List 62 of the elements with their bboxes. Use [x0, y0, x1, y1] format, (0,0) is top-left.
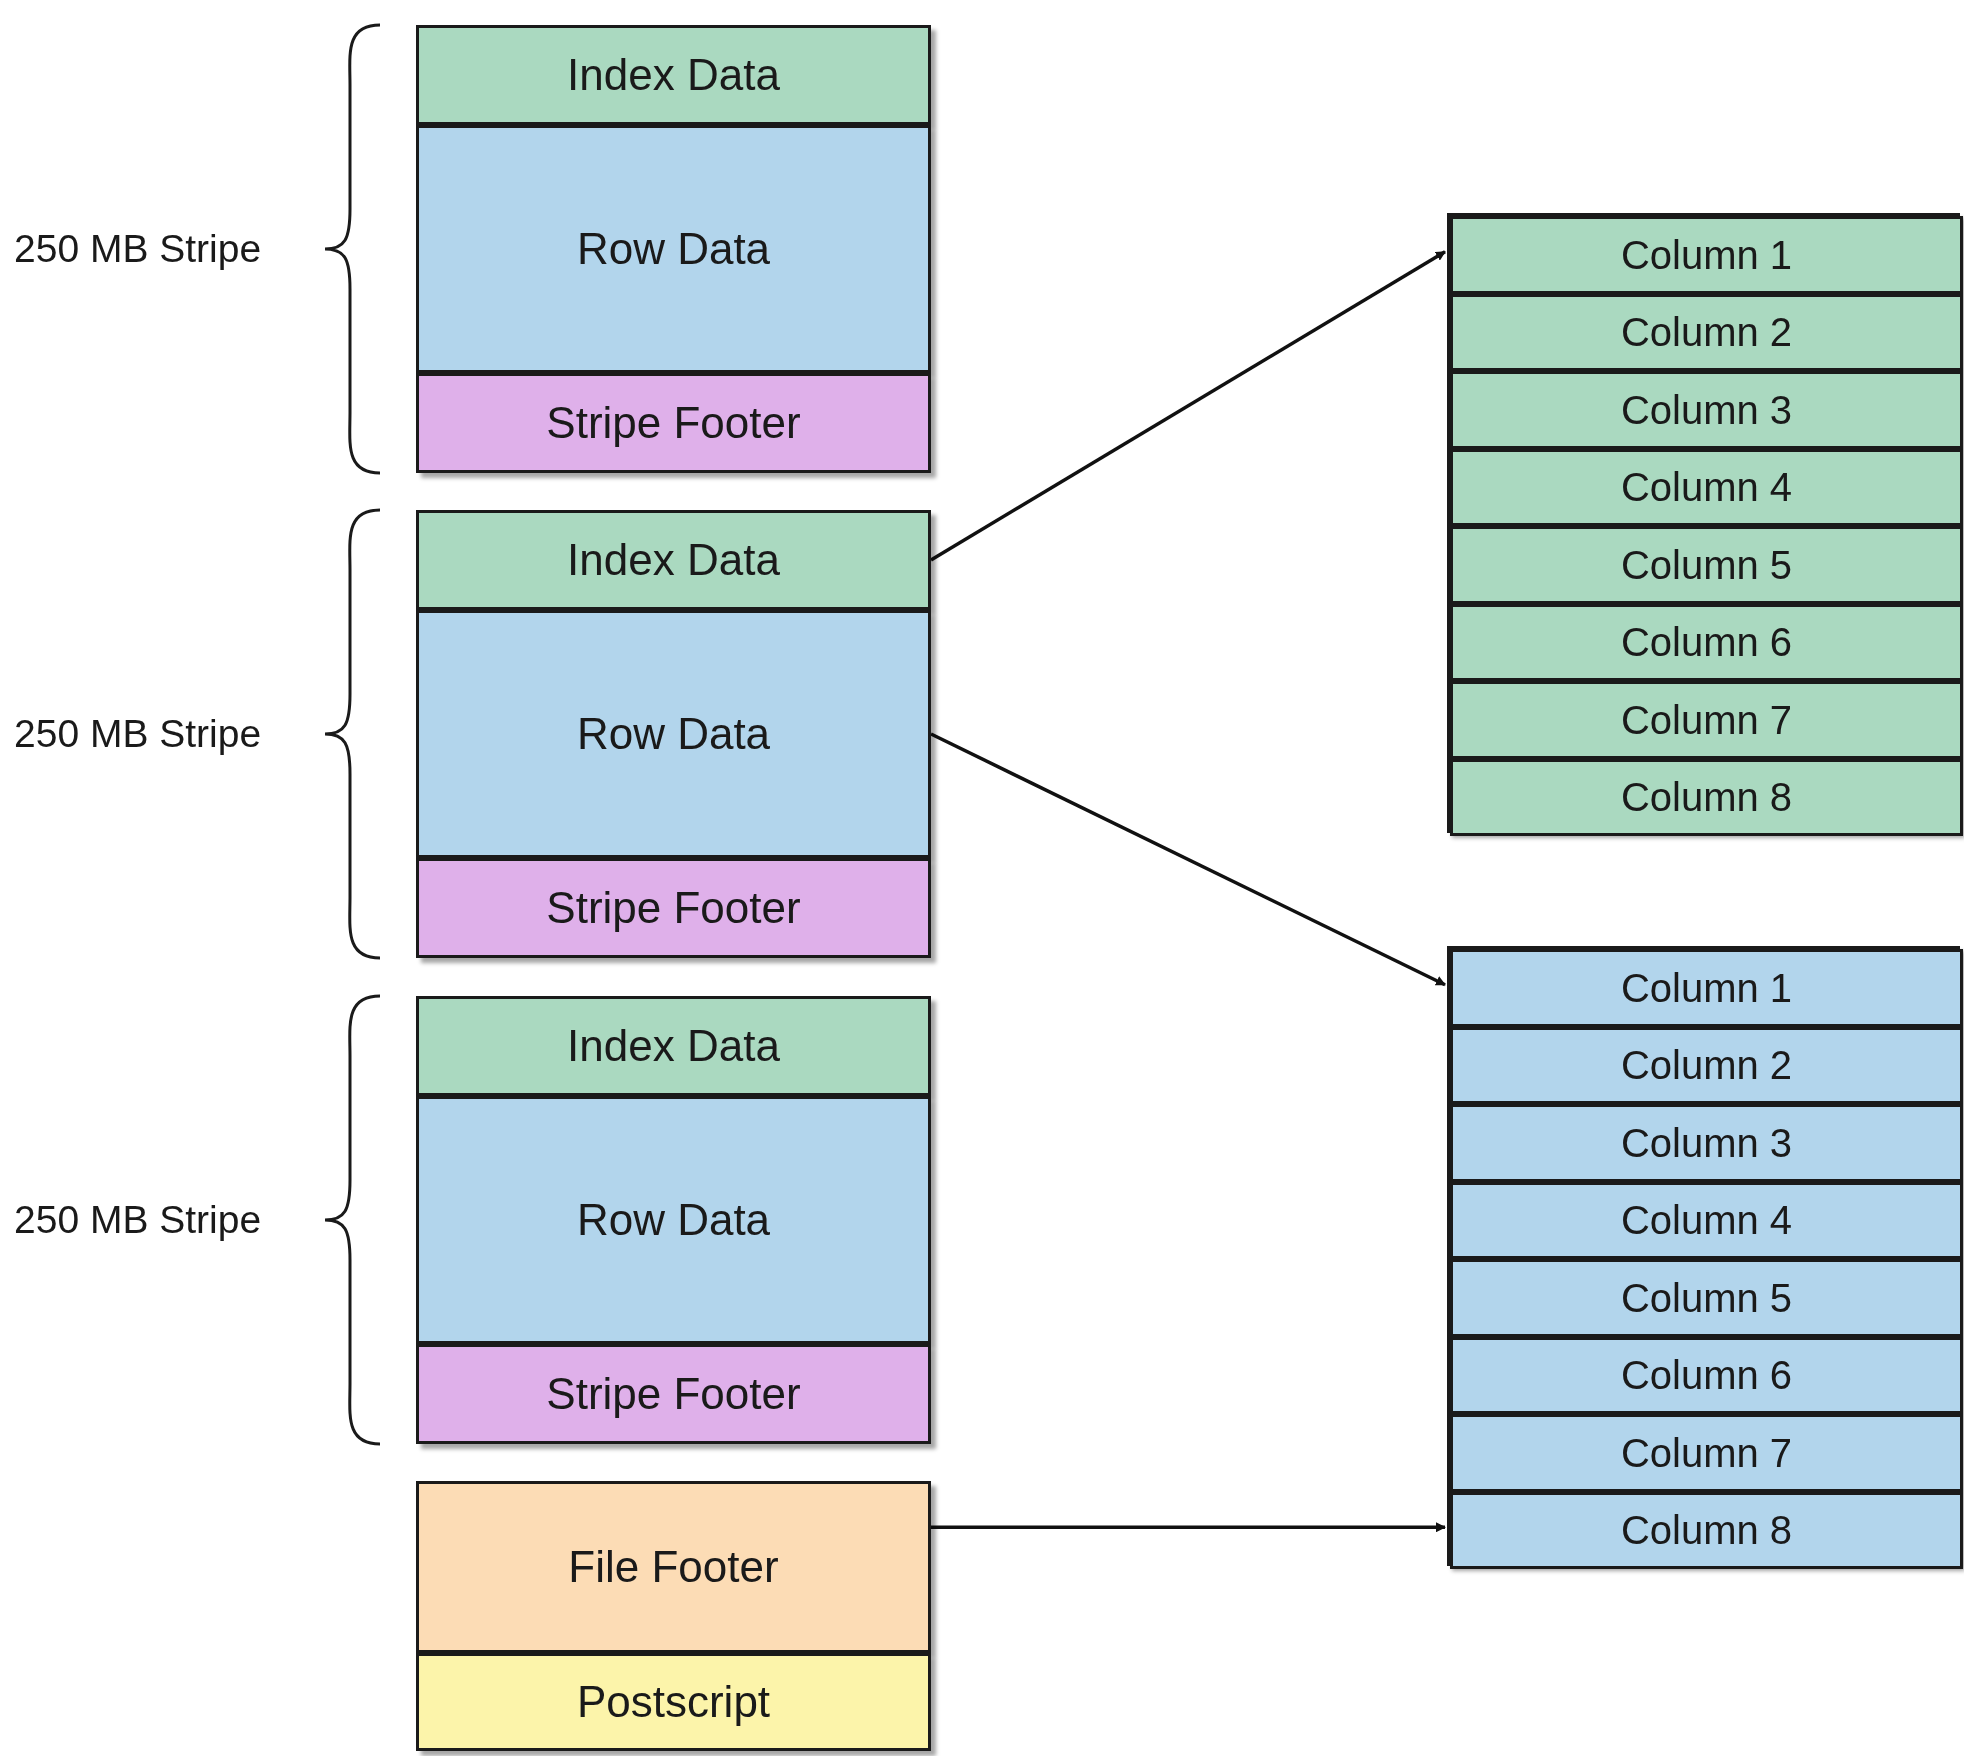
- arrow: [930, 250, 1446, 562]
- section-label: Column 3: [1620, 1122, 1793, 1163]
- column-row: [1450, 1026, 1963, 1104]
- section-label: Column 3: [1620, 389, 1793, 430]
- section-label: Column 2: [1620, 312, 1793, 353]
- section-label: Column 6: [1620, 622, 1793, 663]
- row-data-section: [416, 1096, 931, 1344]
- column-row: [1450, 293, 1963, 371]
- section-label: Column 4: [1620, 1200, 1793, 1241]
- column-group: [1447, 213, 1960, 833]
- index-data-section: [416, 510, 931, 610]
- section-label: Column 6: [1620, 1355, 1793, 1396]
- section-label: Index Data: [567, 538, 780, 582]
- column-row: [1450, 1259, 1963, 1337]
- section-label: Column 5: [1620, 544, 1793, 585]
- column-row: [1450, 1181, 1963, 1259]
- column-row: [1450, 448, 1963, 526]
- section-label: Row Data: [576, 712, 771, 756]
- index-data-section: [416, 996, 931, 1096]
- section-label: Column 4: [1620, 467, 1793, 508]
- column-row: [1450, 216, 1963, 294]
- stripe-size-label: 250 MB Stripe: [14, 1200, 263, 1239]
- section-label: Column 8: [1620, 777, 1793, 818]
- section-label: Postscript: [576, 1680, 771, 1724]
- section-label: Column 5: [1620, 1277, 1793, 1318]
- stripe-footer-section: [416, 1344, 931, 1444]
- stripe-size-label: 250 MB Stripe: [14, 714, 263, 753]
- section-label: Index Data: [567, 53, 780, 97]
- section-label: Stripe Footer: [546, 401, 801, 445]
- column-row: [1450, 603, 1963, 681]
- section-label: Row Data: [576, 1198, 771, 1242]
- column-row: [1450, 681, 1963, 759]
- column-row: [1450, 949, 1963, 1027]
- column-row: [1450, 758, 1963, 836]
- arrow: [931, 1522, 1446, 1533]
- index-data-section: [416, 25, 931, 125]
- arrow: [930, 732, 1446, 987]
- section-label: Column 2: [1620, 1045, 1793, 1086]
- column-row: [1450, 371, 1963, 449]
- row-data-section: [416, 610, 931, 858]
- file-footer-section: [416, 1481, 931, 1653]
- section-label: Stripe Footer: [546, 886, 801, 930]
- section-label: Column 7: [1620, 699, 1793, 740]
- section-label: Column 8: [1620, 1510, 1793, 1551]
- postscript-section: [416, 1653, 931, 1751]
- row-data-section: [416, 125, 931, 373]
- column-row: [1450, 1336, 1963, 1414]
- stripe-footer-section: [416, 373, 931, 473]
- section-label: Row Data: [576, 227, 771, 271]
- stripe-size-label: 250 MB Stripe: [14, 229, 263, 268]
- section-label: Index Data: [567, 1024, 780, 1068]
- section-label: Column 1: [1620, 234, 1793, 275]
- column-row: [1450, 526, 1963, 604]
- column-row: [1450, 1491, 1963, 1569]
- column-row: [1450, 1414, 1963, 1492]
- column-group: [1447, 946, 1960, 1566]
- column-row: [1450, 1104, 1963, 1182]
- section-label: Stripe Footer: [546, 1372, 801, 1416]
- section-label: Column 1: [1620, 967, 1793, 1008]
- section-label: File Footer: [568, 1545, 779, 1589]
- stripe-footer-section: [416, 858, 931, 958]
- section-label: Column 7: [1620, 1432, 1793, 1473]
